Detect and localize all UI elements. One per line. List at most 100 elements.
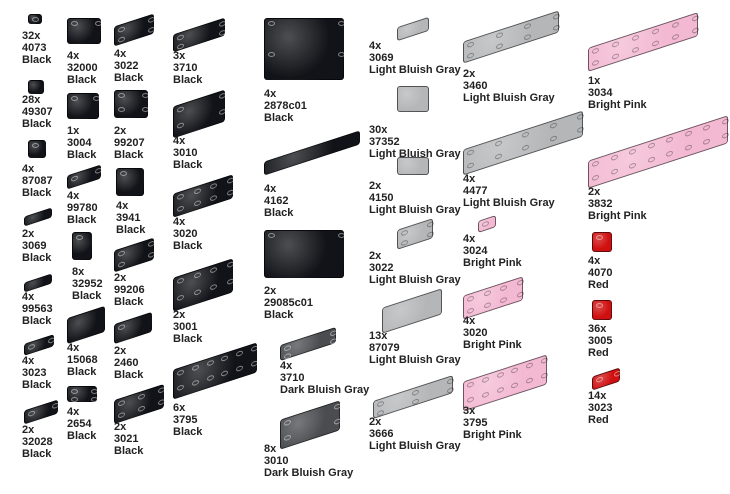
part-color: Black [22,118,52,130]
stud-icon [330,337,337,345]
stud-icon [193,187,201,196]
stud-icon [496,371,504,379]
stud-icon [191,364,199,372]
stud-icon [219,29,226,37]
part-color: Light Bluish Gray [369,274,461,286]
stud-icon [206,359,214,367]
stud-icon [549,135,557,143]
stud-icon [614,370,621,378]
lego-part-image [24,273,52,293]
part-number: 87087 [22,175,53,187]
lego-part-image [28,80,44,94]
stud-icon [632,34,639,42]
stud-icon [193,271,201,280]
stud-icon [541,372,548,380]
stud-icon [692,14,699,23]
stud-icon [48,336,55,345]
stud-icon [158,398,165,406]
part-quantity: 4x [173,135,186,147]
lego-part-image [114,90,149,118]
part-quantity: 4x [114,48,127,60]
stud-icon [629,148,637,156]
stud-icon [666,150,674,158]
lego-part-image [67,93,100,119]
stud-icon [284,419,291,427]
stud-icon [219,20,226,28]
part-quantity: 4x [67,406,80,418]
stud-icon [32,143,39,148]
part-quantity: 2x [264,285,277,297]
part-quantity: 1x [67,125,80,137]
part-quantity: 4x [22,355,35,367]
lego-part-image [397,86,429,112]
stud-icon [177,205,184,213]
stud-icon [236,364,244,373]
stud-icon [177,193,184,201]
part-number: 2878c01 [264,100,307,112]
part-quantity: 1x [588,75,601,87]
part-number: 3024 [463,245,488,257]
stud-icon [412,389,419,397]
stud-icon [666,136,674,144]
stud-icon [500,296,508,304]
stud-icon [91,389,98,394]
stud-icon [522,144,529,152]
stud-icon [148,16,155,24]
stud-icon [467,396,474,404]
lego-part-image [588,115,729,189]
lego-part-image [463,10,560,64]
stud-icon [647,156,655,164]
part-number: 4070 [588,267,613,279]
stud-icon [191,379,199,387]
lego-part-image [72,232,92,260]
lego-part-image [173,174,234,218]
part-number: 3005 [588,335,613,347]
stud-icon [692,26,699,35]
stud-icon [610,168,618,176]
part-quantity: 4x [463,315,476,327]
stud-icon [592,59,599,67]
part-quantity: 4x [67,50,80,62]
part-quantity: 4x [22,163,35,175]
stud-icon [652,27,659,36]
lego-part-image [173,258,234,312]
stud-icon [210,194,218,202]
lego-part-image [397,218,434,250]
part-number: 29085c01 [264,297,313,309]
lego-part-image [397,157,429,175]
stud-icon [467,161,474,170]
lego-part-image [28,14,42,24]
stud-icon [467,307,474,315]
lego-part-image [463,276,524,320]
part-number: 3010 [173,147,198,159]
lego-part-image [463,354,548,412]
part-number: 3034 [588,87,613,99]
part-number: 15068 [67,354,98,366]
part-quantity: 6x [173,402,186,414]
part-color: Black [22,54,52,66]
part-quantity: 4x [116,200,129,212]
part-color: Dark Bluish Gray [264,467,354,479]
stud-icon [596,303,603,308]
stud-icon [52,402,59,410]
part-quantity: 4x [369,40,382,52]
part-color: Black [173,74,203,86]
